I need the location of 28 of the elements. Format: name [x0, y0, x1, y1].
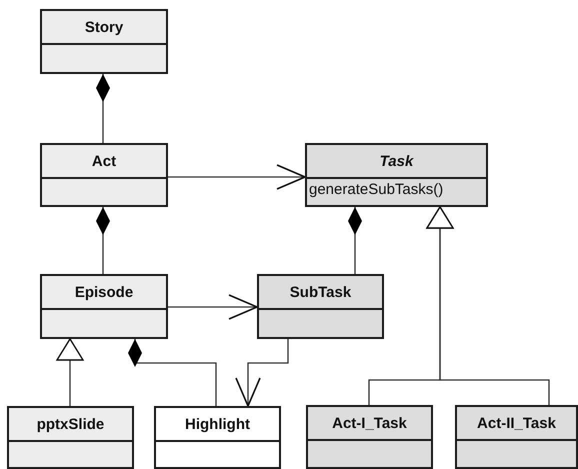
class-name: Act-I_Task [332, 414, 407, 432]
class-box [455, 405, 578, 469]
association-arrow [168, 294, 258, 320]
class-box [40, 9, 168, 74]
class-name: Task [380, 152, 414, 170]
association-arrow [168, 164, 306, 190]
composition-line [96, 74, 110, 143]
method-text: generateSubTasks() [309, 181, 444, 198]
class-name: Highlight [185, 416, 250, 432]
class-name: Episode [74, 284, 134, 300]
class-box [306, 405, 433, 469]
class-name: Story [84, 18, 124, 36]
class-box [257, 274, 384, 339]
composition-line [96, 207, 110, 274]
class-box [40, 143, 168, 207]
class-box [154, 406, 281, 469]
generalization-arrow [426, 206, 550, 405]
class-name: pptxSlide [36, 416, 104, 432]
class-name: SubTask [290, 284, 352, 300]
class-box [7, 406, 134, 469]
generalization-arrow [56, 338, 84, 406]
composition-line [348, 207, 362, 274]
class-name: Act-II_Task [477, 414, 556, 432]
class-name: Act [92, 152, 116, 170]
association-arrow [235, 339, 289, 407]
composition-line [128, 339, 217, 406]
class-box [40, 274, 168, 339]
class-box [305, 143, 488, 207]
